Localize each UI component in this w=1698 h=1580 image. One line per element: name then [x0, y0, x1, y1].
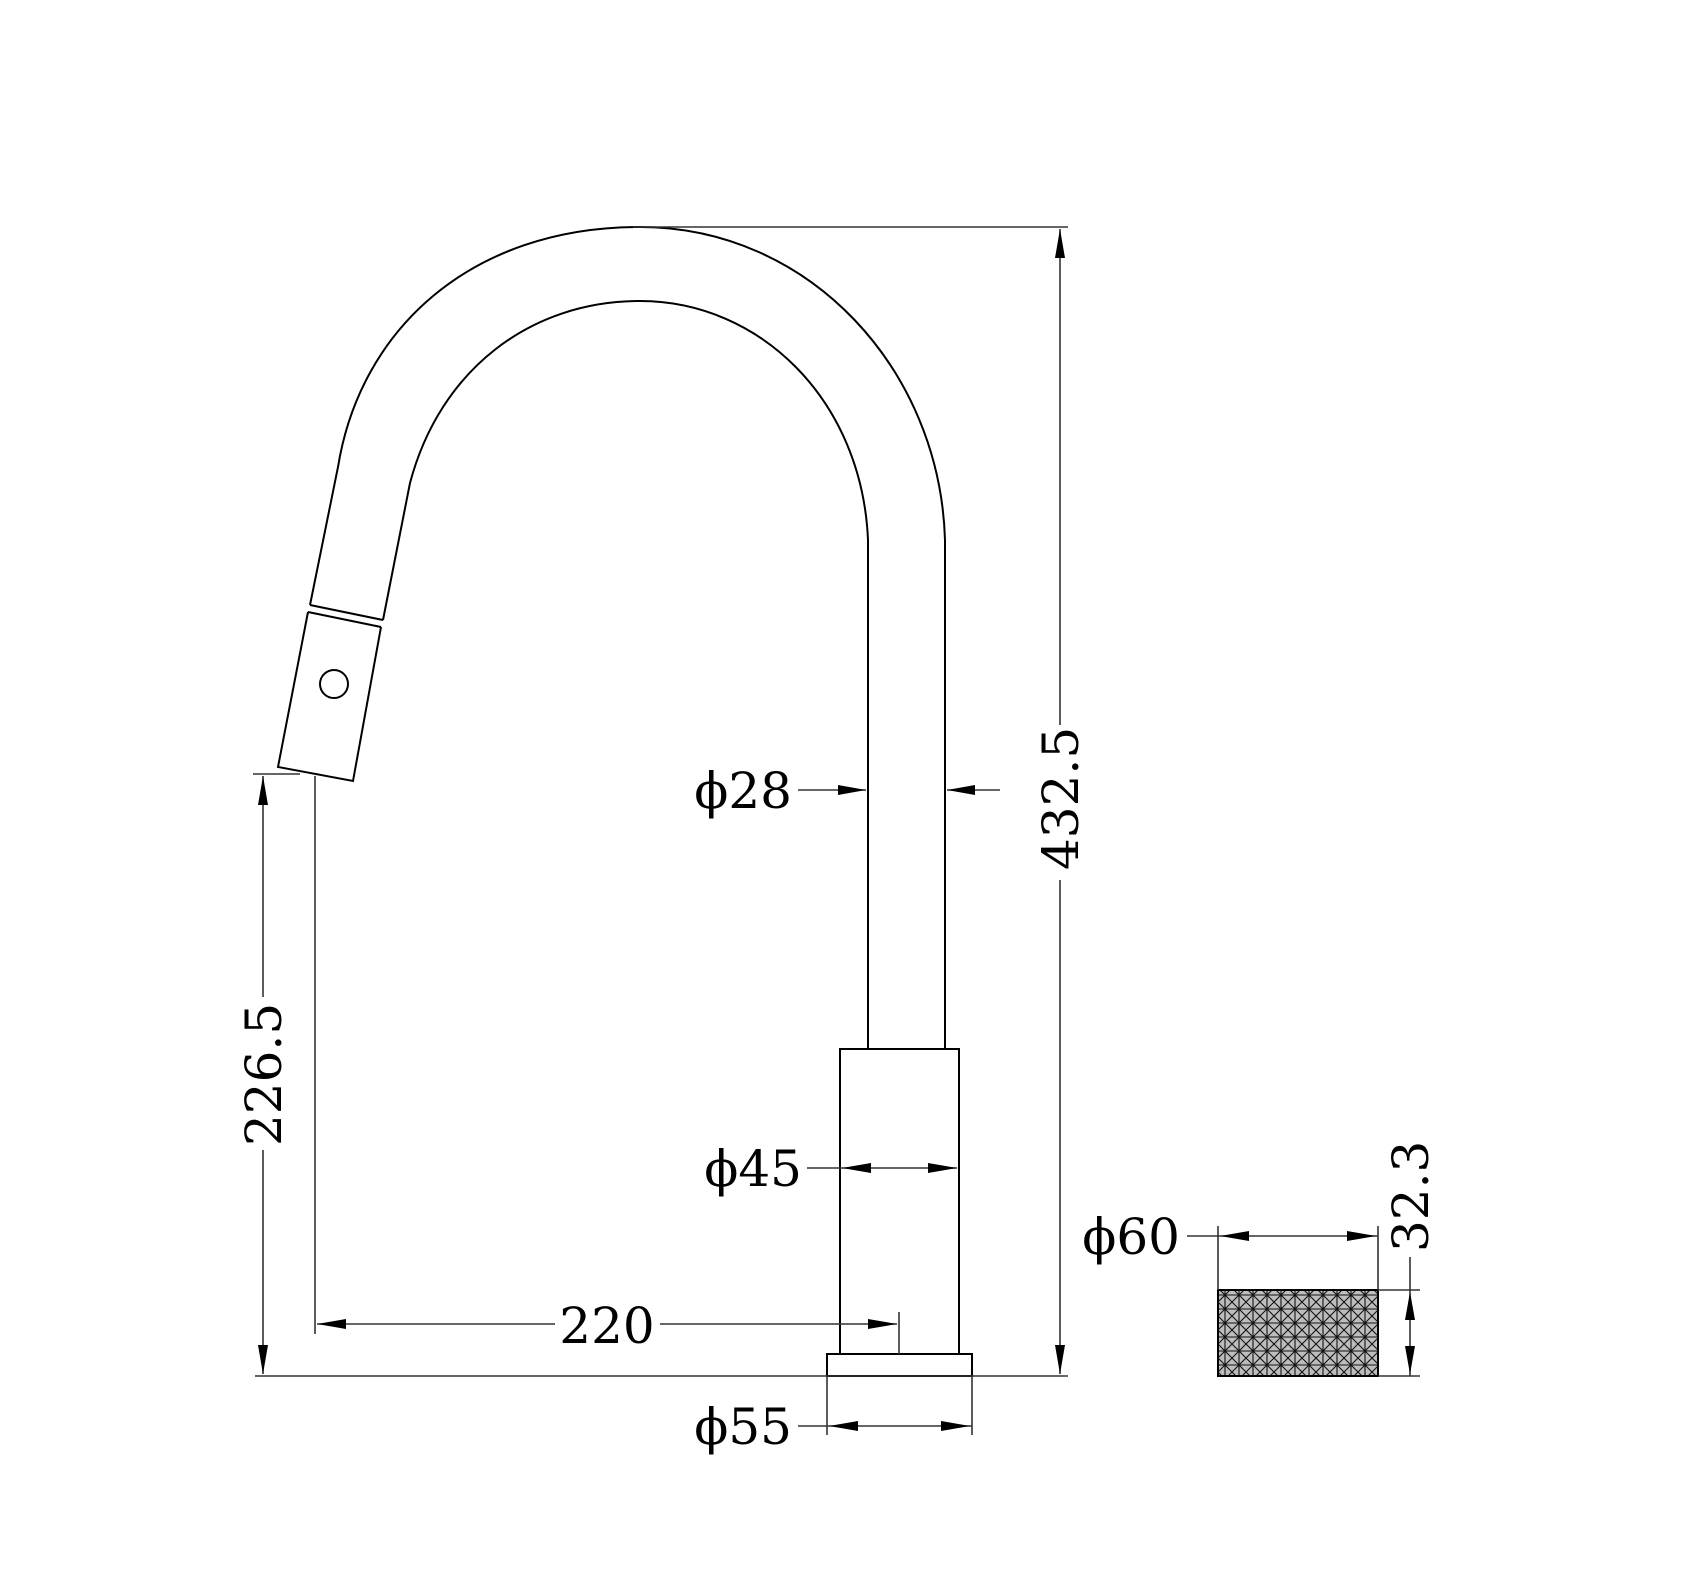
dimension-ring-diameter: ϕ60	[1082, 1208, 1378, 1266]
spray-button-icon	[319, 669, 349, 699]
dimension-ring-height: 32.3	[1382, 1141, 1440, 1376]
spout-head	[276, 604, 384, 783]
dimension-base-diameter: ϕ55	[694, 1398, 972, 1456]
gooseneck-inner-edge	[382, 299, 869, 1049]
gooseneck-outer-edge	[309, 225, 946, 1049]
faucet-base	[826, 1353, 973, 1377]
extension-lines	[253, 226, 1068, 1435]
knurled-ring	[1217, 1226, 1420, 1377]
dim-label-overall-height: 432.5	[1032, 727, 1090, 870]
dim-label-body-diameter: ϕ45	[704, 1140, 802, 1198]
dim-label-outlet-height: 226.5	[235, 1003, 293, 1146]
dim-label-reach: 220	[559, 1297, 654, 1355]
dimension-outlet-height: 226.5	[235, 776, 293, 1374]
dimension-overall-height: 432.5	[1032, 229, 1090, 1374]
faucet-body	[839, 1048, 960, 1355]
dim-label-tube-diameter: ϕ28	[694, 762, 792, 820]
dimension-body-diameter: ϕ45	[704, 1140, 957, 1198]
faucet-outline	[276, 225, 973, 1377]
dimension-reach: 220	[317, 1297, 897, 1355]
dim-label-base-diameter: ϕ55	[694, 1398, 792, 1456]
dim-label-ring-diameter: ϕ60	[1082, 1208, 1180, 1266]
dim-label-ring-height: 32.3	[1382, 1141, 1440, 1252]
dimension-tube-diameter: ϕ28	[694, 762, 1000, 820]
